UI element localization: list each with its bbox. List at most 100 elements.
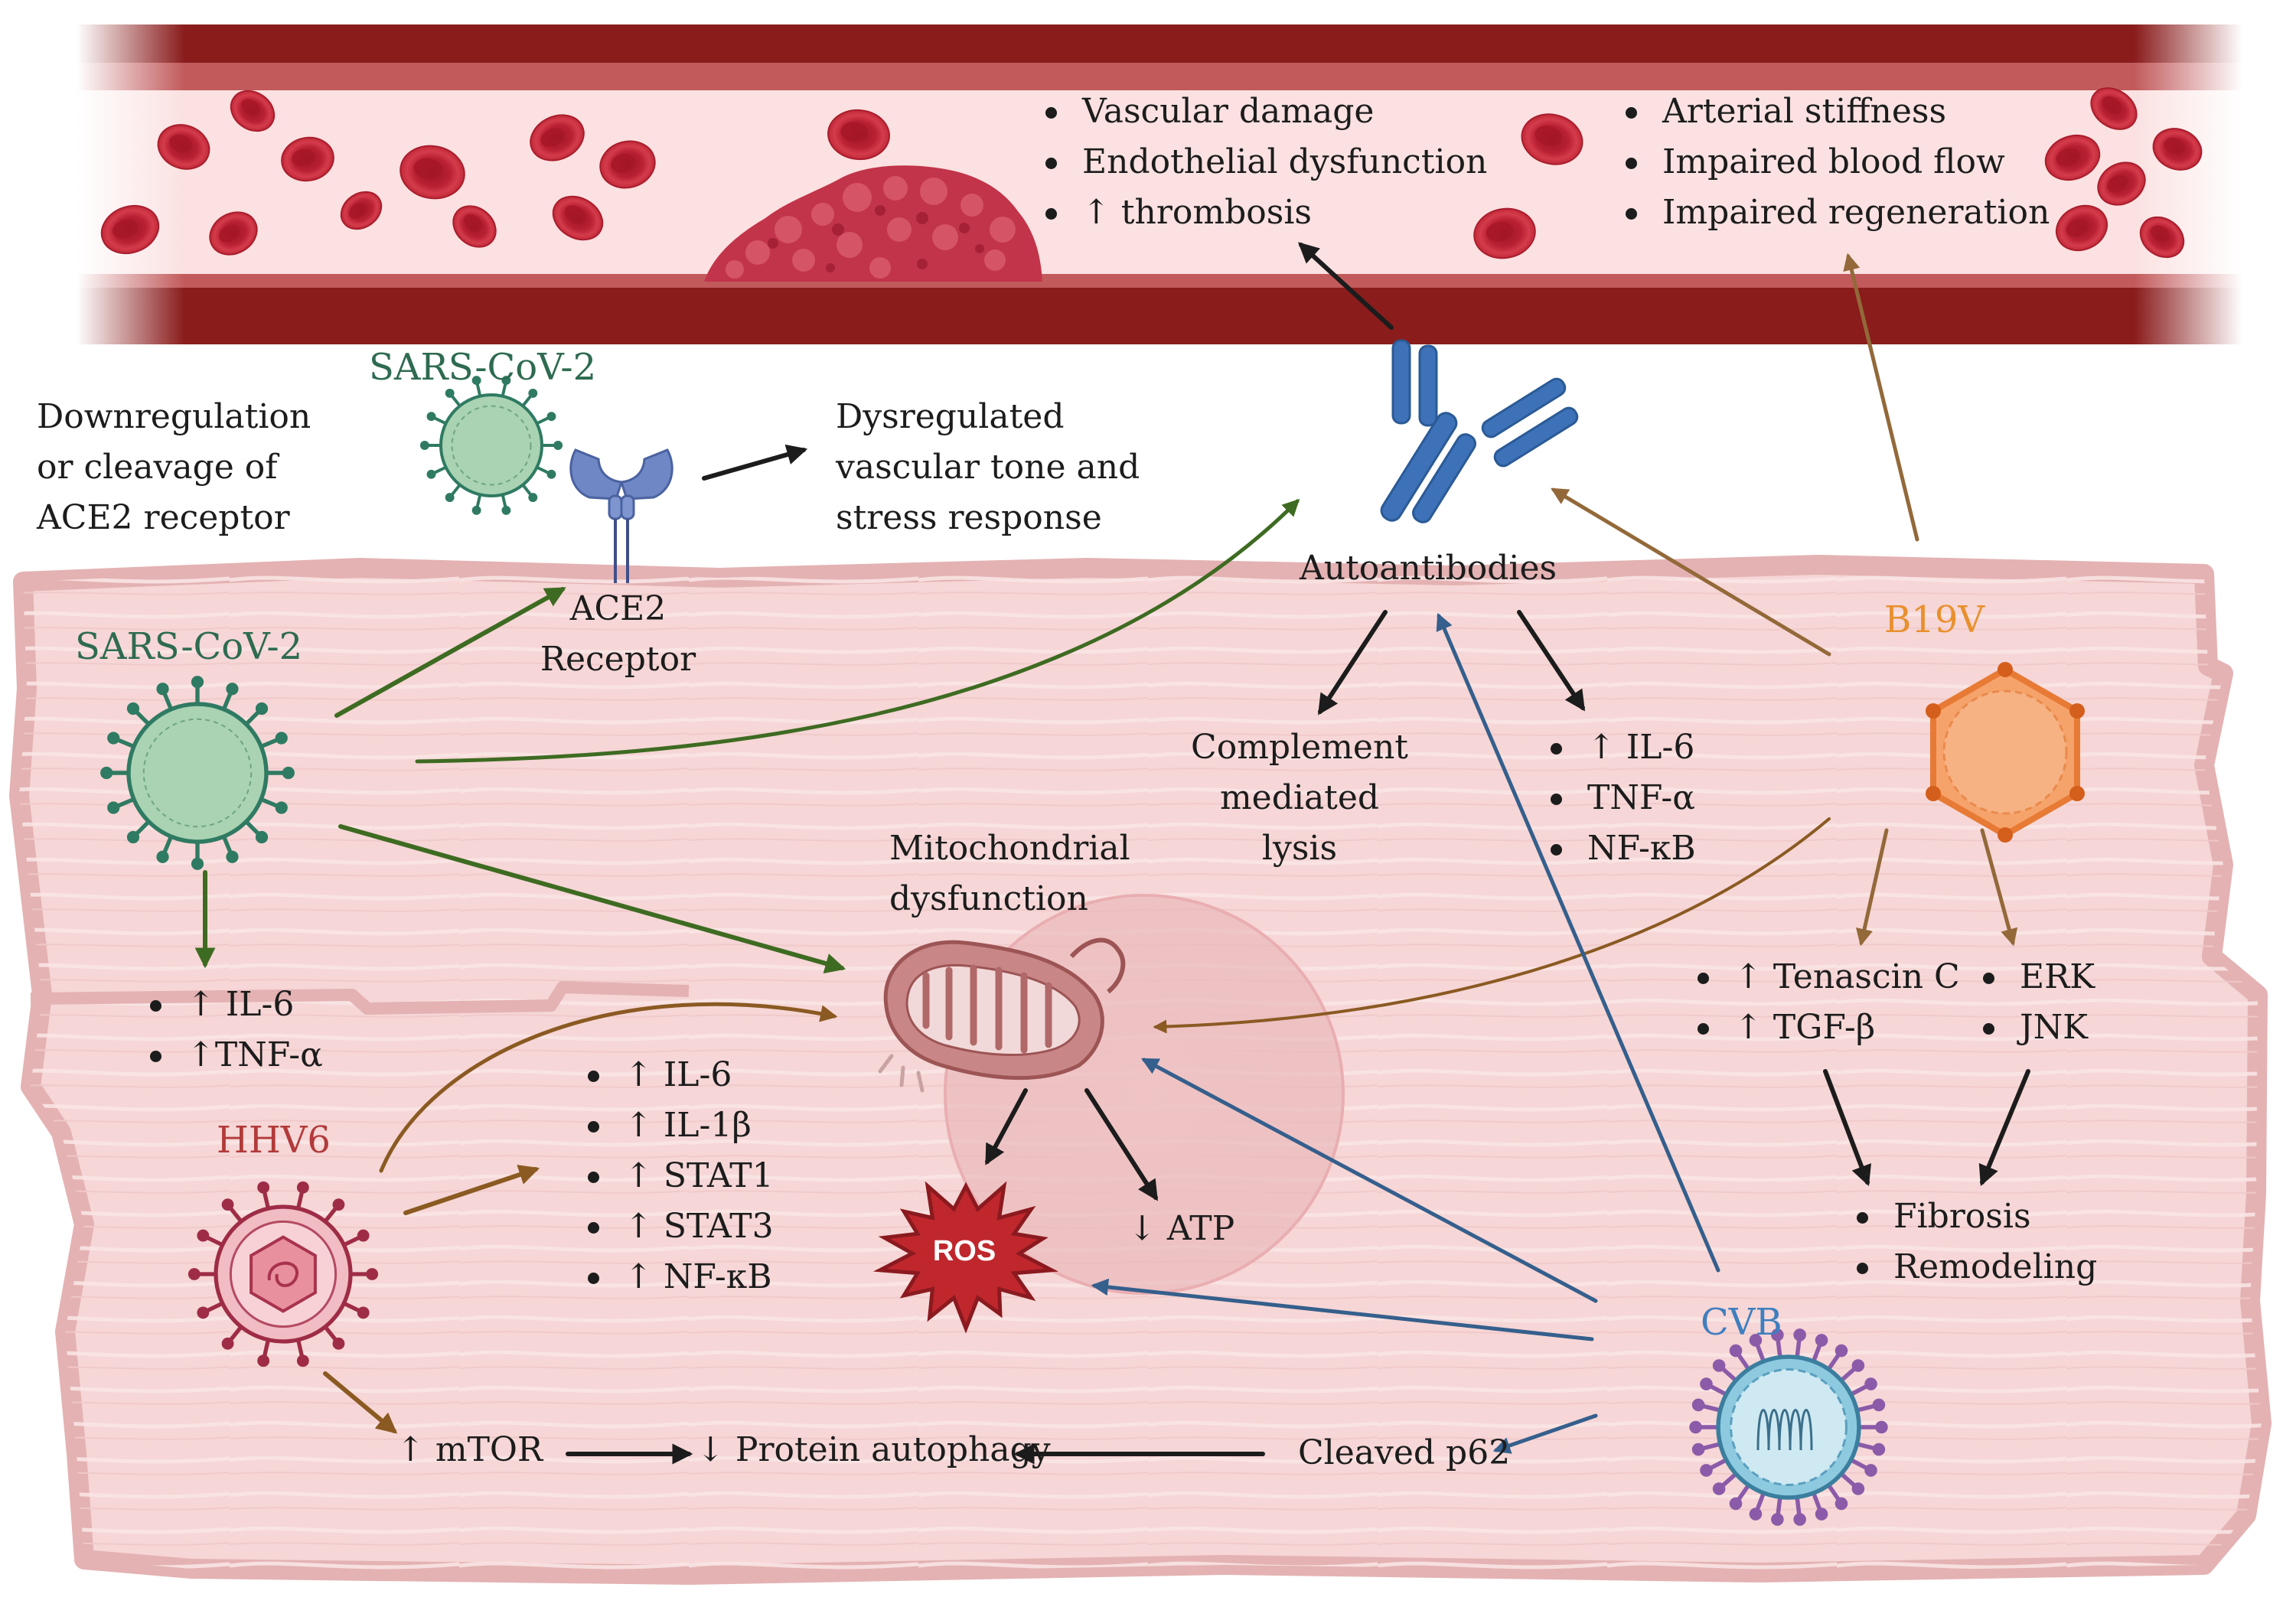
arrow-antibody-to-vascular-damage [1298, 242, 1394, 330]
red-blood-cell [100, 204, 160, 255]
arrow-hhv6-to-mtor [323, 1371, 398, 1434]
vessel-effect-item: Vascular damage [1041, 86, 1487, 137]
b19v-kinases: ERK JNK [1978, 952, 2095, 1053]
arrow-autoantibodies-to-complement [1318, 610, 1388, 715]
cvb-label: CVB [1701, 1301, 1782, 1344]
arrow-cvb-to-mito [1141, 1058, 1598, 1303]
red-blood-cell [530, 114, 585, 161]
arrow-ace2-to-dysregulated [702, 444, 808, 481]
cleaved-p62-label: Cleaved p62 [1298, 1433, 1511, 1472]
b19v-label: B19V [1884, 598, 1985, 641]
red-blood-cell [209, 211, 258, 256]
arrow-fibrotic-to-outcome [1823, 1069, 1871, 1187]
sars-cov-2-virus-icon-top [419, 376, 563, 515]
arrow-hhv6-to-cytokines [403, 1165, 540, 1215]
cytokine-item: ↑ STAT1 [583, 1151, 774, 1201]
vessel-effects-right: Arterial stiffness Impaired blood flow I… [1621, 86, 2050, 238]
arrow-b19v-to-mito [1153, 817, 1831, 1034]
arrow-sars-to-mito [338, 824, 846, 974]
vessel-effect-item: Arterial stiffness [1621, 86, 2050, 137]
cytokine-item: ↑ IL-6 [145, 980, 323, 1030]
sars-cov-2-virus-icon [100, 676, 295, 870]
red-blood-cell [2152, 128, 2203, 171]
arrow-b19v-to-kinases [1980, 828, 2018, 947]
sars-cov-2-label-top: SARS-CoV-2 [369, 346, 597, 389]
ace2-downregulation-label: Downregulation or cleavage of ACE2 recep… [37, 397, 311, 537]
kinase-item: ERK [1978, 952, 2095, 1002]
red-blood-cell [340, 191, 383, 230]
cytokine-item: ↑TNF-α [145, 1030, 323, 1081]
hhv6-label: HHV6 [217, 1119, 331, 1162]
ros-label: ROS [932, 1235, 996, 1267]
outcome-item: Remodeling [1852, 1242, 2097, 1292]
red-blood-cell [452, 205, 497, 248]
antibody-icon [1380, 339, 1579, 523]
hhv6-virus-icon [188, 1181, 379, 1367]
sars-cytokines: ↑ IL-6 ↑TNF-α [145, 980, 323, 1081]
red-blood-cell [281, 136, 334, 182]
cytokine-item: ↑ IL-1β [583, 1100, 774, 1151]
dysregulated-label: Dysregulated vascular tone and stress re… [836, 397, 1140, 537]
arrow-b19v-to-fibrotic [1855, 828, 1889, 947]
marker-item: ↑ Tenascin C [1693, 952, 1960, 1002]
arrow-b19v-to-vessel [1843, 253, 1919, 542]
vessel-effects-left: Vascular damage Endothelial dysfunction … [1041, 86, 1487, 238]
mtor-label: ↑ mTOR [396, 1430, 543, 1469]
marker-item: ↑ TGF-β [1693, 1002, 1960, 1053]
b19v-virus-icon [1926, 662, 2085, 843]
thrombus [704, 165, 1042, 282]
myocardial-tissue [9, 555, 2272, 1585]
blood-vessel [77, 23, 2242, 347]
ros-burst-icon [873, 1181, 1058, 1334]
outcomes-list: Fibrosis Remodeling [1852, 1191, 2097, 1292]
cytokine-item: ↑ IL-6 [1546, 722, 1696, 773]
cytokine-item: TNF-α [1546, 773, 1696, 823]
red-blood-cell [230, 90, 276, 132]
arrow-b19v-to-antibody [1551, 487, 1831, 657]
red-blood-cells [100, 87, 2203, 259]
arrow-autoantibodies-to-cytokines [1517, 610, 1585, 712]
red-blood-cell [400, 145, 465, 200]
mitochondrial-label: Mitochondrial dysfunction [889, 829, 1130, 918]
ace2-receptor-label: ACE2 Receptor [540, 589, 696, 679]
vessel-effect-item: Impaired regeneration [1621, 187, 2050, 238]
arrow-kinases-to-outcome [1978, 1069, 2030, 1186]
autoantibodies-label: Autoantibodies [1300, 549, 1557, 588]
vessel-effect-item: Impaired blood flow [1621, 137, 2050, 187]
red-blood-cell [552, 195, 604, 241]
arrow-cvb-to-ros [1091, 1278, 1594, 1341]
arrow-mito-to-ros [985, 1088, 1028, 1165]
red-blood-cell [2097, 161, 2146, 206]
vessel-effect-item: Endothelial dysfunction [1041, 137, 1487, 187]
arrow-cvb-to-autoantibodies [1436, 612, 1720, 1273]
cell-boundary [30, 981, 690, 1015]
outcome-item: Fibrosis [1852, 1191, 2097, 1242]
arrow-cvb-to-p62 [1492, 1413, 1598, 1454]
arrow-mito-to-atp [1084, 1088, 1158, 1201]
cytokine-item: ↑ IL-6 [583, 1050, 774, 1100]
ace2-receptor-icon [569, 448, 673, 583]
atp-label: ↓ ATP [1128, 1209, 1235, 1248]
kinase-item: JNK [1978, 1002, 2095, 1053]
red-blood-cell [2139, 216, 2185, 259]
arrow-sars-to-ace2 [334, 587, 566, 718]
red-blood-cell [1473, 207, 1536, 259]
red-blood-cell [2090, 87, 2138, 130]
protein-autophagy-label: ↓ Protein autophagy [696, 1430, 1051, 1469]
arrows [194, 242, 2030, 1465]
cytokine-item: ↑ NF-κB [583, 1252, 774, 1302]
sars-cov-2-label: SARS-CoV-2 [75, 625, 303, 668]
cvb-virus-icon [1689, 1328, 1888, 1526]
vessel-effect-item: ↑ thrombosis [1041, 187, 1487, 238]
b19v-fibrotic-markers: ↑ Tenascin C ↑ TGF-β [1693, 952, 1960, 1053]
red-blood-cell [2055, 204, 2108, 252]
cytokine-item: NF-κB [1546, 823, 1696, 874]
red-blood-cell [599, 140, 656, 189]
mitochondrion-icon [878, 937, 1126, 1093]
red-blood-cell [2044, 134, 2101, 181]
red-blood-cell [157, 124, 210, 170]
hhv6-cytokines: ↑ IL-6 ↑ IL-1β ↑ STAT1 ↑ STAT3 ↑ NF-κB [583, 1050, 774, 1302]
autoantibody-cytokines: ↑ IL-6 TNF-α NF-κB [1546, 722, 1696, 874]
